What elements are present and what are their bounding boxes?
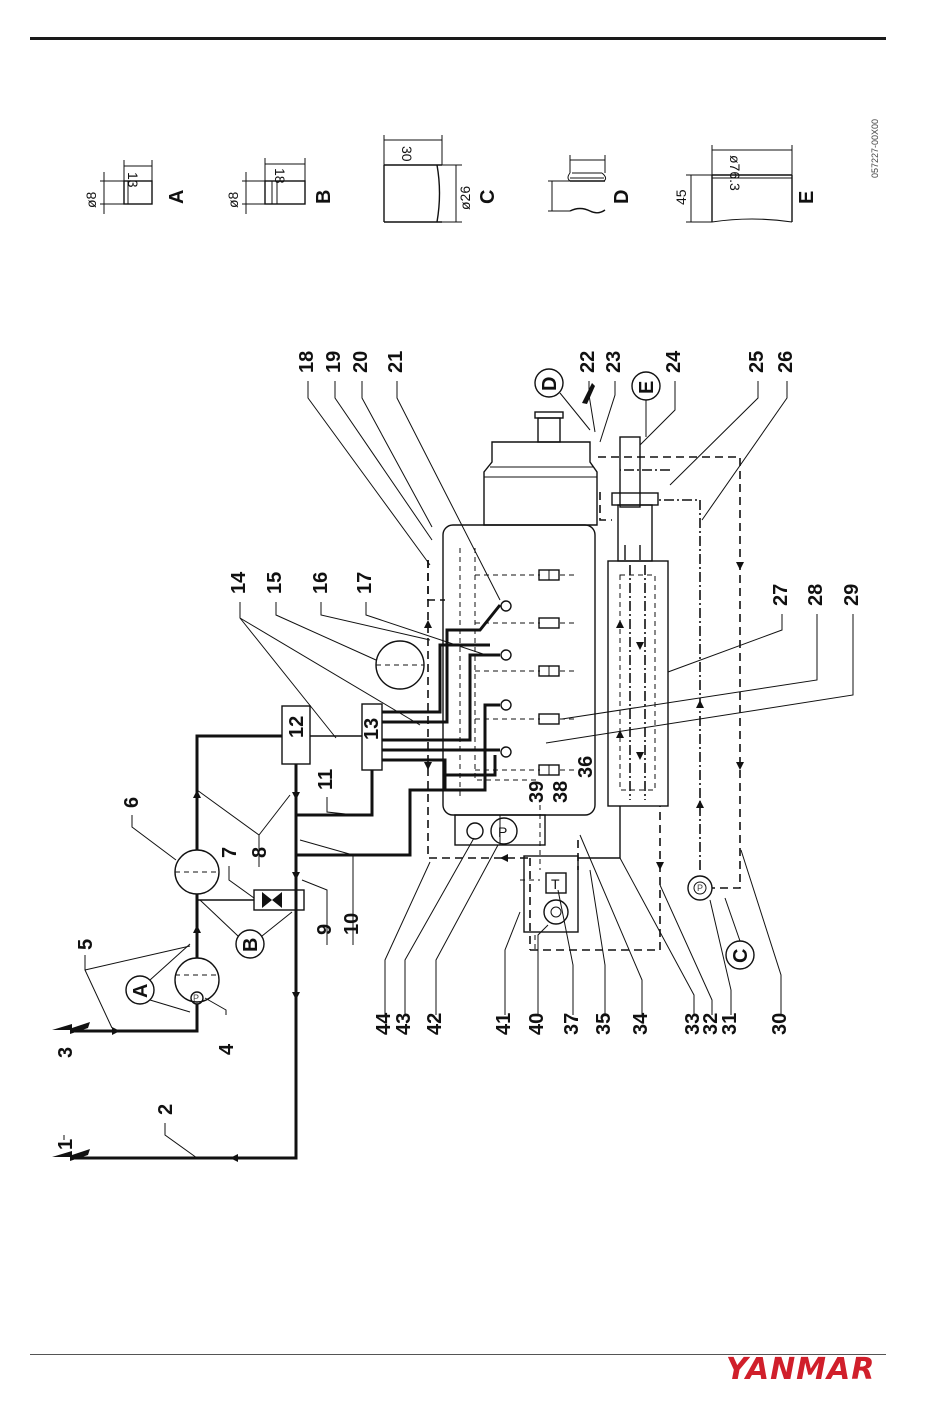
injector-nozzle-2: [501, 650, 511, 660]
callout-24: 24: [663, 350, 685, 373]
callout-33: 33: [682, 1013, 704, 1035]
oil-pump-42: P: [467, 818, 517, 844]
callout-9: 9: [314, 924, 336, 935]
feed-pump-4: P: [175, 958, 219, 1004]
injector-3: [539, 666, 559, 676]
label-13: 13: [361, 718, 383, 740]
pump-42-p: P: [498, 824, 507, 840]
callout-6: 6: [121, 797, 143, 808]
ref-c-letter: C: [730, 949, 752, 963]
injector-1: [539, 570, 559, 580]
callout-4: 4: [216, 1043, 238, 1055]
heat-exchanger: [608, 545, 668, 806]
callout-7: 7: [219, 847, 241, 858]
callout-17: 17: [354, 572, 376, 594]
detail-e-length: 45: [673, 189, 689, 205]
ref-e-letter: E: [636, 381, 658, 394]
leader-lines: [64, 381, 853, 1158]
document-code: 057227-00X00: [870, 119, 880, 178]
ref-d-circle: D: [535, 369, 590, 430]
callout-14: 14: [228, 571, 250, 594]
filter-13: 13: [361, 704, 383, 770]
detail-a-dia: ø8: [83, 191, 99, 208]
detail-c-length: 30: [399, 146, 415, 162]
ref-b-letter: B: [240, 938, 262, 952]
label-12: 12: [286, 716, 308, 738]
ref-d-letter: D: [539, 377, 561, 391]
callout-28: 28: [805, 584, 827, 606]
callout-10: 10: [341, 913, 363, 935]
injector-5: [539, 765, 559, 775]
callout-34: 34: [630, 1012, 652, 1035]
injector-nozzle-3: [501, 700, 511, 710]
fuel-tank-15: [376, 641, 424, 689]
ref-a-circle: A: [126, 944, 190, 1012]
ref-a-letter: A: [130, 984, 152, 998]
callout-22: 22: [577, 351, 599, 373]
detail-a-length: 13: [125, 172, 141, 188]
pump-4-p: P: [193, 993, 199, 1003]
ref-c-circle: C: [725, 898, 754, 969]
callout-23: 23: [603, 351, 625, 373]
callout-36: 36: [575, 756, 597, 778]
callout-1: 1: [55, 1139, 77, 1150]
callout-8: 8: [249, 847, 271, 858]
thermostat-37: T: [524, 856, 578, 932]
callout-2: 2: [155, 1104, 177, 1115]
callout-29: 29: [841, 584, 863, 606]
callout-11: 11: [315, 769, 337, 790]
detail-e-letter: E: [796, 191, 818, 204]
callout-42: 42: [424, 1013, 446, 1035]
thermostat-t: T: [551, 876, 560, 892]
callout-39: 39: [526, 781, 548, 803]
callout-41: 41: [493, 1013, 515, 1035]
callout-38: 38: [550, 781, 572, 803]
injector-4: [539, 714, 559, 724]
detail-c-dia: ø26: [457, 186, 473, 210]
detail-b-length: 18: [272, 168, 288, 184]
callout-3: 3: [55, 1047, 77, 1058]
callout-40: 40: [526, 1013, 548, 1035]
callout-5: 5: [75, 939, 97, 950]
callout-43: 43: [393, 1013, 415, 1035]
callout-20: 20: [350, 351, 372, 373]
detail-c-letter: C: [477, 190, 499, 204]
pump-31-p: P: [697, 883, 703, 893]
injector-2: [539, 618, 559, 628]
detail-b: 18 ø8 B: [225, 158, 335, 214]
detail-d: D: [548, 155, 633, 213]
injector-nozzle-4: [501, 747, 511, 757]
yanmar-logo: YANMAR: [726, 1352, 875, 1387]
ref-b-circle: B: [200, 900, 292, 958]
callout-16: 16: [310, 572, 332, 594]
callout-25: 25: [746, 351, 768, 373]
detail-b-letter: B: [313, 190, 335, 204]
separator-6: [175, 850, 219, 894]
detail-e-dia: ø76.3: [727, 155, 743, 191]
callout-18: 18: [296, 351, 318, 373]
callout-15: 15: [264, 572, 286, 594]
filter-12: 12: [282, 706, 310, 764]
callout-21: 21: [385, 351, 407, 373]
detail-e: ø76.3 45 E: [673, 145, 818, 222]
exhaust-elbow: [612, 437, 658, 561]
detail-b-dia: ø8: [225, 191, 241, 208]
callout-19: 19: [323, 351, 345, 373]
detail-a-letter: A: [166, 190, 188, 204]
callout-27: 27: [770, 584, 792, 606]
ref-e-circle: E: [632, 372, 660, 437]
callout-44: 44: [373, 1012, 395, 1035]
detail-d-letter: D: [611, 190, 633, 204]
injector-nozzle-1: [501, 601, 511, 611]
callout-31: 31: [719, 1013, 741, 1035]
callout-30: 30: [769, 1013, 791, 1035]
raw-water-pump-31: P: [688, 876, 712, 900]
callout-37: 37: [561, 1013, 583, 1035]
detail-c: 30 ø26 C: [384, 135, 499, 222]
callout-26: 26: [775, 351, 797, 373]
detail-a: 13 ø8 A: [83, 160, 188, 214]
callout-35: 35: [593, 1013, 615, 1035]
